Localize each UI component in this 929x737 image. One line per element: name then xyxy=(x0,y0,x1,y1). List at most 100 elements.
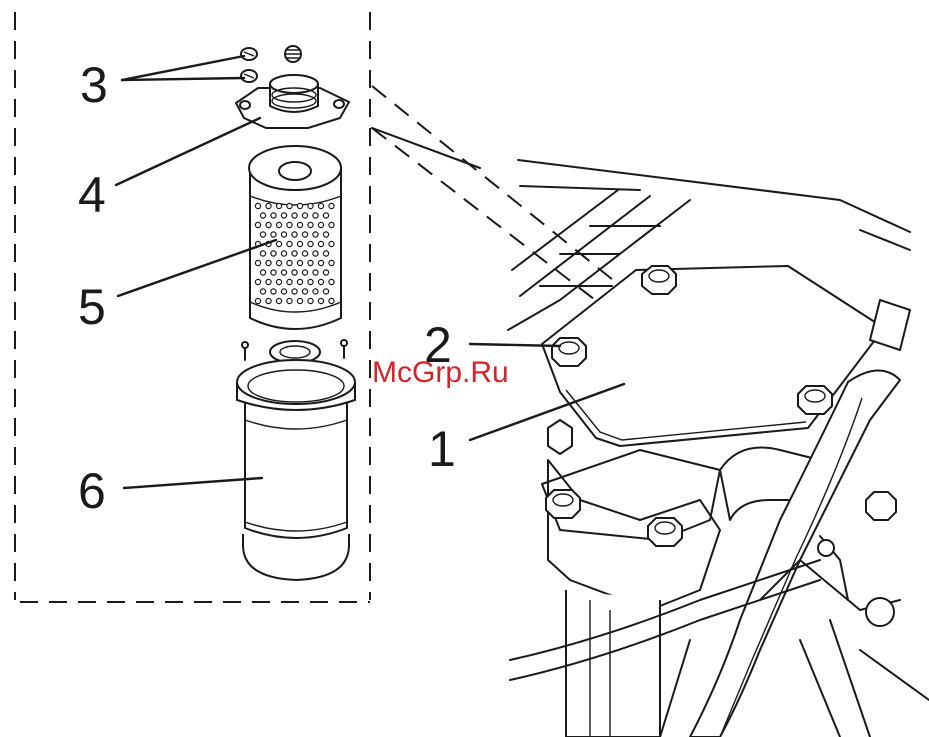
perforation-hole xyxy=(329,222,334,227)
perforation-hole xyxy=(329,279,334,284)
perforation-hole xyxy=(297,279,302,284)
perforation-hole xyxy=(266,298,271,303)
perforation-hole xyxy=(318,222,323,227)
perforation-hole xyxy=(329,241,334,246)
perforation-hole xyxy=(260,232,265,237)
perforation-hole xyxy=(281,289,286,294)
perforation-hole xyxy=(276,203,281,208)
callout-6: 6 xyxy=(78,463,106,519)
callout-5: 5 xyxy=(78,279,106,335)
perforation-hole xyxy=(260,213,265,218)
spring-icon xyxy=(285,46,301,62)
perforation-hole xyxy=(266,203,271,208)
callout-4: 4 xyxy=(78,167,106,223)
perforation-hole xyxy=(271,289,276,294)
perforation-hole xyxy=(329,298,334,303)
perforation-hole xyxy=(292,270,297,275)
bolt-icon xyxy=(798,386,832,414)
perforation-hole xyxy=(276,279,281,284)
perforation-hole xyxy=(313,213,318,218)
perforation-hole xyxy=(318,203,323,208)
perforation-hole xyxy=(260,289,265,294)
perforation-hole xyxy=(276,241,281,246)
perforation-hole xyxy=(302,213,307,218)
callout-3: 3 xyxy=(80,57,108,113)
perforation-hole xyxy=(292,232,297,237)
perforation-hole xyxy=(281,270,286,275)
perforation-hole xyxy=(255,203,260,208)
perforation-hole xyxy=(271,232,276,237)
perforation-hole xyxy=(287,260,292,265)
perforation-hole xyxy=(302,289,307,294)
perforation-hole xyxy=(266,279,271,284)
perforation-hole xyxy=(297,241,302,246)
perforation-hole xyxy=(297,298,302,303)
perforation-hole xyxy=(308,298,313,303)
perforation-hole xyxy=(323,251,328,256)
perforation-hole xyxy=(255,279,260,284)
perforation-hole xyxy=(308,222,313,227)
watermark: McGrp.Ru xyxy=(372,356,509,389)
bolt-icon xyxy=(866,492,896,520)
callout-1: 1 xyxy=(428,421,456,477)
filter-housing-icon xyxy=(237,360,355,580)
perforation-hole xyxy=(318,279,323,284)
filter-element-icon xyxy=(249,146,341,329)
perforation-hole xyxy=(302,251,307,256)
perforation-hole xyxy=(287,203,292,208)
bolt-icon xyxy=(548,420,572,454)
perforation-hole xyxy=(323,270,328,275)
perforation-hole xyxy=(287,241,292,246)
perforation-hole xyxy=(276,298,281,303)
bolt-icon xyxy=(241,70,257,82)
bolt-icon xyxy=(552,338,586,366)
perforation-hole xyxy=(308,241,313,246)
bolt-icon xyxy=(642,266,676,294)
perforation-hole xyxy=(329,203,334,208)
perforation-hole xyxy=(323,232,328,237)
perforation-hole xyxy=(297,222,302,227)
perforation-hole xyxy=(260,251,265,256)
perforation-hole xyxy=(302,232,307,237)
perforation-hole xyxy=(287,222,292,227)
perforation-hole xyxy=(287,298,292,303)
perforation-hole xyxy=(292,289,297,294)
bolt-icon xyxy=(648,518,682,546)
bolt-icon xyxy=(241,48,257,60)
perforation-hole xyxy=(271,251,276,256)
perforation-hole xyxy=(255,222,260,227)
perforation-hole xyxy=(266,222,271,227)
perforation-hole xyxy=(281,251,286,256)
perforation-hole xyxy=(329,260,334,265)
perforation-hole xyxy=(318,260,323,265)
perforation-hole xyxy=(297,203,302,208)
perforation-hole xyxy=(292,213,297,218)
perforation-hole xyxy=(276,260,281,265)
perforation-hole xyxy=(281,232,286,237)
perforation-hole xyxy=(297,260,302,265)
perforation-hole xyxy=(260,270,265,275)
perforation-hole xyxy=(281,213,286,218)
perforation-hole xyxy=(302,270,307,275)
perforation-hole xyxy=(313,270,318,275)
perforation-hole xyxy=(276,222,281,227)
perforation-hole xyxy=(271,270,276,275)
perforation-hole xyxy=(323,213,328,218)
perforation-hole xyxy=(287,279,292,284)
perforation-hole xyxy=(313,289,318,294)
perforation-hole xyxy=(255,260,260,265)
perforation-hole xyxy=(255,298,260,303)
perforation-hole xyxy=(266,260,271,265)
perforation-hole xyxy=(313,251,318,256)
perforation-hole xyxy=(308,260,313,265)
bolt-icon xyxy=(546,490,580,518)
perforation-hole xyxy=(292,251,297,256)
perforation-hole xyxy=(308,279,313,284)
perforation-hole xyxy=(271,213,276,218)
perforation-hole xyxy=(308,203,313,208)
perforation-hole xyxy=(313,232,318,237)
perforation-hole xyxy=(318,241,323,246)
perforation-hole xyxy=(323,289,328,294)
perforation-hole xyxy=(318,298,323,303)
